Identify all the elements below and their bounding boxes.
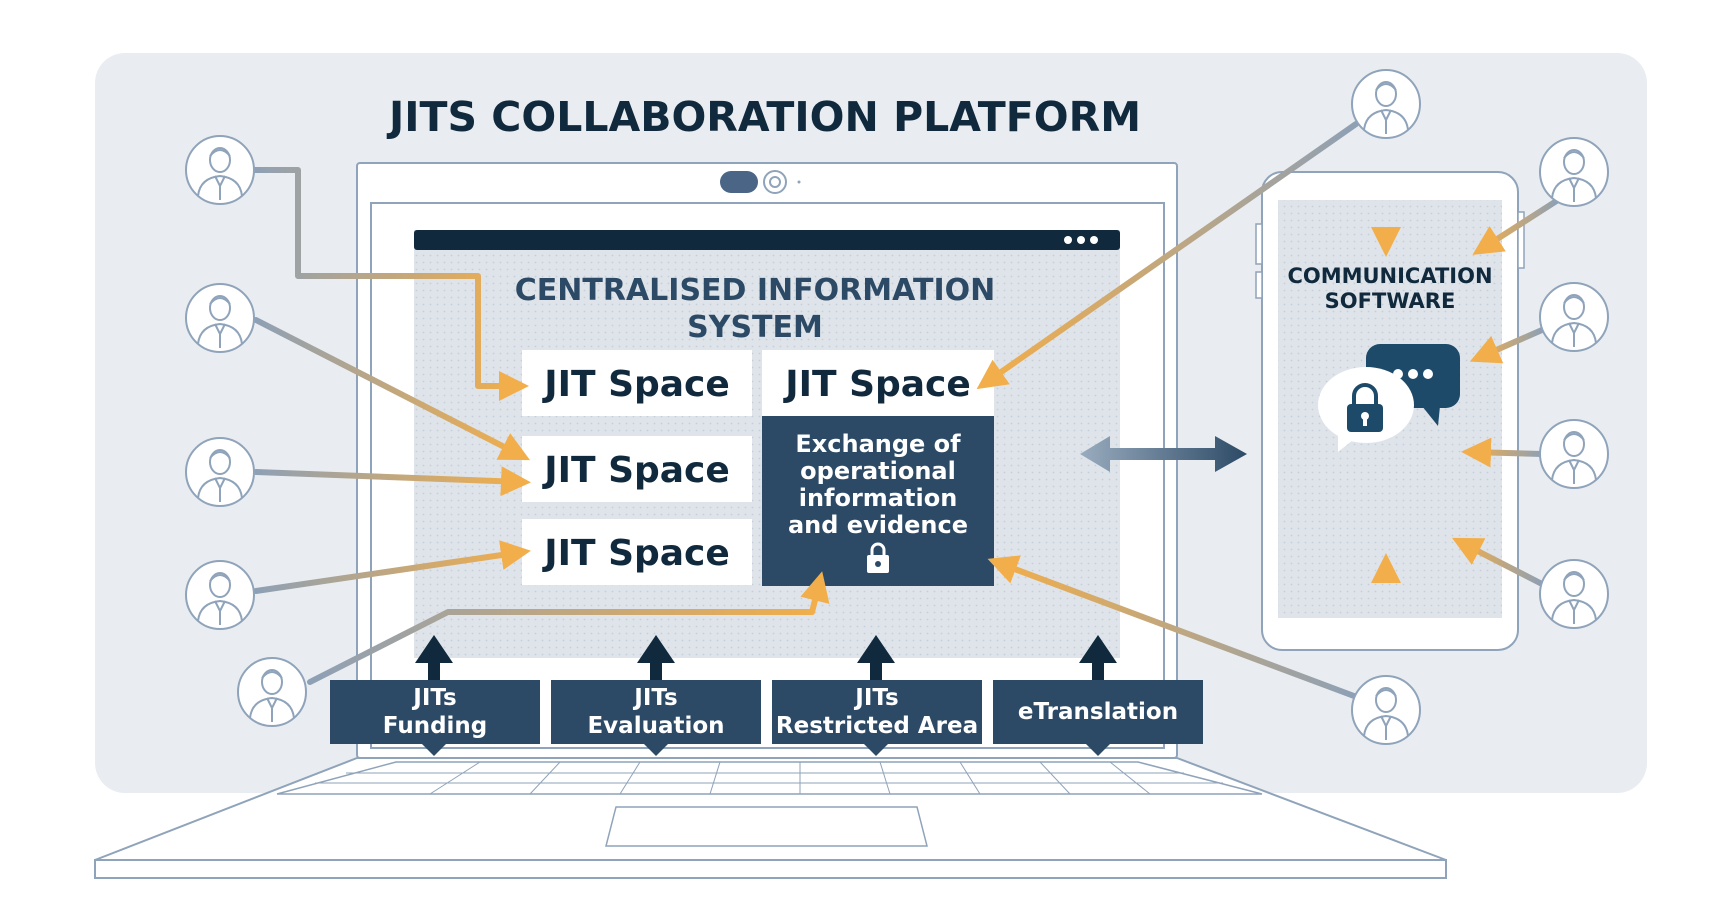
exchange-line-2: operational xyxy=(800,457,956,485)
connector-7 xyxy=(987,555,1357,699)
jit-space-label: JIT Space xyxy=(541,450,730,491)
person-icon[interactable] xyxy=(185,437,255,507)
person-icon[interactable] xyxy=(1351,675,1421,745)
connector-6 xyxy=(976,121,1359,390)
secure-chat-icon xyxy=(1318,367,1414,452)
exchange-box: Exchange of operational information and … xyxy=(762,416,994,586)
jit-space-box-3[interactable]: JIT Space xyxy=(522,519,752,585)
module-label-line1: eTranslation xyxy=(1018,699,1178,725)
person-icon[interactable] xyxy=(185,560,255,630)
window-menu-icon[interactable] xyxy=(1064,236,1098,244)
exchange-line-1: Exchange of xyxy=(795,430,961,458)
connector-2 xyxy=(253,317,531,461)
connector-9 xyxy=(1472,197,1561,255)
jit-space-box-1[interactable]: JIT Space xyxy=(522,350,752,416)
module-label-line1: JITs xyxy=(632,685,677,711)
double-arrow-icon xyxy=(1080,436,1247,472)
person-icon[interactable] xyxy=(1351,69,1421,139)
person-icon[interactable] xyxy=(1539,137,1609,207)
person-icon[interactable] xyxy=(1539,559,1609,629)
jit-space-label: JIT Space xyxy=(541,533,730,574)
module-label-line1: JITs xyxy=(853,685,898,711)
connector-4 xyxy=(253,540,531,594)
person-icon[interactable] xyxy=(185,135,255,205)
connector-12 xyxy=(1451,537,1545,587)
jit-space-label: JIT Space xyxy=(541,364,730,405)
comm-title-line2: SOFTWARE xyxy=(1325,289,1456,313)
module-label-line1: JITs xyxy=(411,685,456,711)
module-label-line2: Funding xyxy=(383,713,488,739)
comm-title-line1: COMMUNICATION xyxy=(1287,264,1492,288)
person-icon[interactable] xyxy=(1539,282,1609,352)
person-icon[interactable] xyxy=(237,657,307,727)
lock-icon xyxy=(867,542,889,573)
connector-11 xyxy=(1461,437,1545,468)
laptop-base xyxy=(94,757,1447,879)
connector-3 xyxy=(253,466,531,497)
module-jits-evaluation[interactable]: JITs Evaluation xyxy=(551,635,761,756)
module-jits-funding[interactable]: JITs Funding xyxy=(330,635,540,756)
person-icon[interactable] xyxy=(1539,419,1609,489)
jit-space-box-2[interactable]: JIT Space xyxy=(522,436,752,502)
module-label-line2: Restricted Area xyxy=(776,713,978,739)
cis-title-line1: CENTRALISED INFORMATION xyxy=(515,273,995,308)
module-jits-restricted-area[interactable]: JITs Restricted Area xyxy=(772,635,982,756)
page-title: JITS COLLABORATION PLATFORM xyxy=(386,93,1141,141)
connector-1 xyxy=(251,167,529,401)
cis-title-line2: SYSTEM xyxy=(687,310,823,345)
connector-5 xyxy=(307,571,830,685)
exchange-line-3: information xyxy=(799,484,958,512)
module-etranslation[interactable]: eTranslation xyxy=(993,635,1203,756)
person-icon[interactable] xyxy=(185,283,255,353)
browser-titlebar xyxy=(414,230,1120,250)
connectors xyxy=(251,121,1561,699)
connector-10 xyxy=(1469,327,1545,364)
exchange-line-4: and evidence xyxy=(788,511,968,539)
module-label-line2: Evaluation xyxy=(587,713,724,739)
webcam-icon xyxy=(720,170,801,194)
jit-space-box-4[interactable]: JIT Space xyxy=(762,350,994,416)
jit-space-label: JIT Space xyxy=(782,364,971,405)
